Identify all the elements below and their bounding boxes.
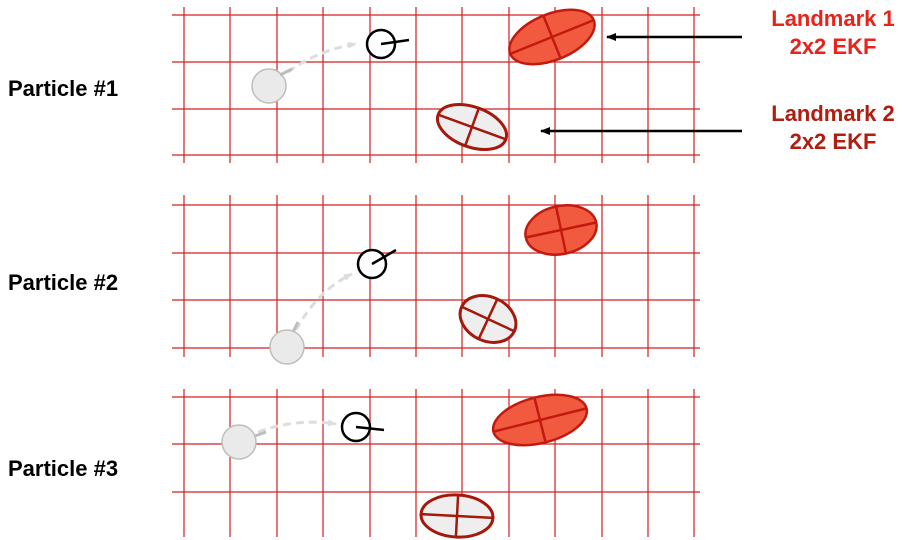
particle-3-grid — [172, 389, 700, 537]
landmark-1-caption: Landmark 1 2x2 EKF — [748, 5, 912, 61]
particle-3-previous-pose — [221, 424, 267, 460]
particle-2-previous-pose — [269, 321, 305, 365]
landmark-2-caption-title: Landmark 2 — [771, 101, 895, 126]
particle-2-grid — [172, 195, 700, 357]
particle-1-landmark-1-ellipse — [508, 8, 596, 66]
particle-2-landmark-1-ellipse — [524, 204, 598, 256]
particle-1-grid — [172, 7, 700, 163]
landmark-1-caption-subtitle: 2x2 EKF — [789, 34, 877, 59]
landmark-2-caption: Landmark 2 2x2 EKF — [748, 100, 912, 156]
landmark-1-caption-title: Landmark 1 — [771, 6, 895, 31]
particle-3-label: Particle #3 — [8, 456, 119, 481]
particle-3-motion-path — [257, 419, 337, 434]
particle-1-panel — [172, 7, 742, 163]
particle-1-landmark-2-ellipse — [435, 103, 509, 151]
particle-3-landmark-1-ellipse — [491, 393, 589, 447]
particle-3-robot-pose — [340, 411, 385, 443]
landmark-2-caption-subtitle: 2x2 EKF — [789, 129, 877, 154]
particle-1-motion-path — [287, 41, 357, 74]
particle-2-landmark-2-ellipse — [458, 294, 518, 344]
particle-2-label: Particle #2 — [8, 270, 119, 295]
particle-2-panel — [172, 195, 700, 365]
particle-1-robot-pose — [365, 28, 410, 60]
particle-3-landmark-2-ellipse — [419, 493, 495, 539]
particle-1-label: Particle #1 — [8, 76, 119, 101]
particle-1-previous-pose — [251, 67, 293, 104]
particle-3-panel — [172, 389, 700, 539]
particle-2-robot-pose — [356, 248, 397, 280]
particle-2-motion-path — [294, 272, 353, 331]
